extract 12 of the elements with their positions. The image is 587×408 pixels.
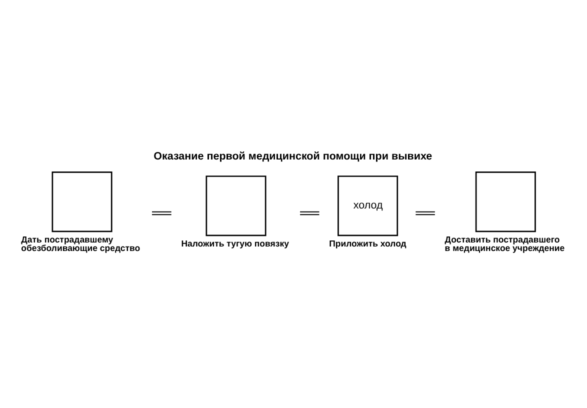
connector bbox=[416, 210, 435, 215]
node-label: Доставить пострадавшего в медицинское учреждение bbox=[444, 234, 565, 253]
connector bbox=[300, 210, 320, 215]
node-box: холод bbox=[338, 175, 398, 236]
node-box bbox=[475, 171, 536, 232]
node-box bbox=[52, 171, 112, 232]
connector bbox=[152, 210, 172, 215]
node-label: Приложить холод bbox=[329, 238, 406, 248]
node-label: Наложить тугую повязку bbox=[181, 238, 289, 248]
diagram-title: Оказание первой медицинской помощи при вывихе bbox=[154, 150, 432, 162]
node-label: Дать пострадавшему обезболивающие средство bbox=[21, 234, 140, 253]
node-box bbox=[206, 175, 266, 236]
